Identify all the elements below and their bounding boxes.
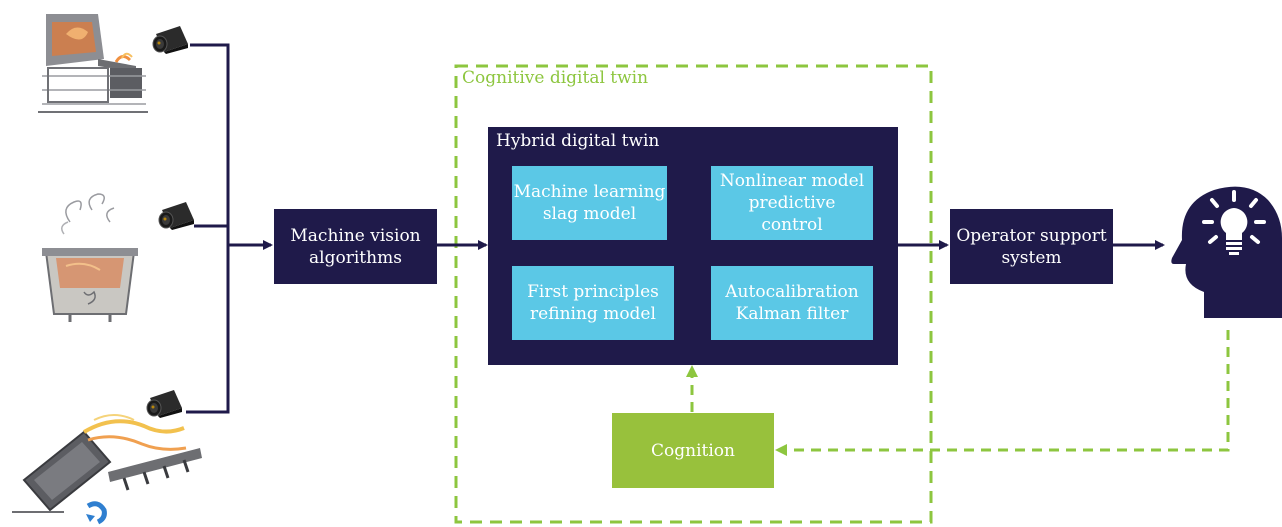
model-label: Autocalibration Kalman filter [725,282,859,324]
model-label: First principles refining model [527,282,659,324]
model-label: Nonlinear model predictive control [719,171,865,235]
cognition-label: Cognition [651,440,735,461]
operator-support-box: Operator support system [950,209,1113,284]
first-principles-box: First principles refining model [512,266,674,340]
kalman-filter-box: Autocalibration Kalman filter [711,266,873,340]
model-label: Machine learning slag model [513,182,666,224]
camera-icon [158,202,194,230]
machine-vision-box: Machine vision algorithms [274,209,437,284]
machine-vision-label: Machine vision algorithms [290,225,421,268]
ladle-steam-illustration [42,193,138,322]
operator-support-label: Operator support system [956,225,1107,268]
camera-icon [146,390,182,418]
nmpc-box: Nonlinear model predictive control [711,166,873,240]
cognition-box: Cognition [612,413,774,488]
hybrid-twin-title: Hybrid digital twin [496,131,660,151]
cognitive-twin-title: Cognitive digital twin [462,68,649,88]
converter-tilting-illustration [12,414,202,525]
camera-3-line [186,245,230,414]
head-lightbulb-icon [1171,186,1282,318]
ml-slag-model-box: Machine learning slag model [512,166,667,240]
converter-pouring-illustration [38,4,148,116]
camera-1-line [190,43,230,245]
cognitive-twin-frame [454,64,933,524]
operator-feedback-line [775,330,1230,456]
camera-icon [152,26,188,54]
